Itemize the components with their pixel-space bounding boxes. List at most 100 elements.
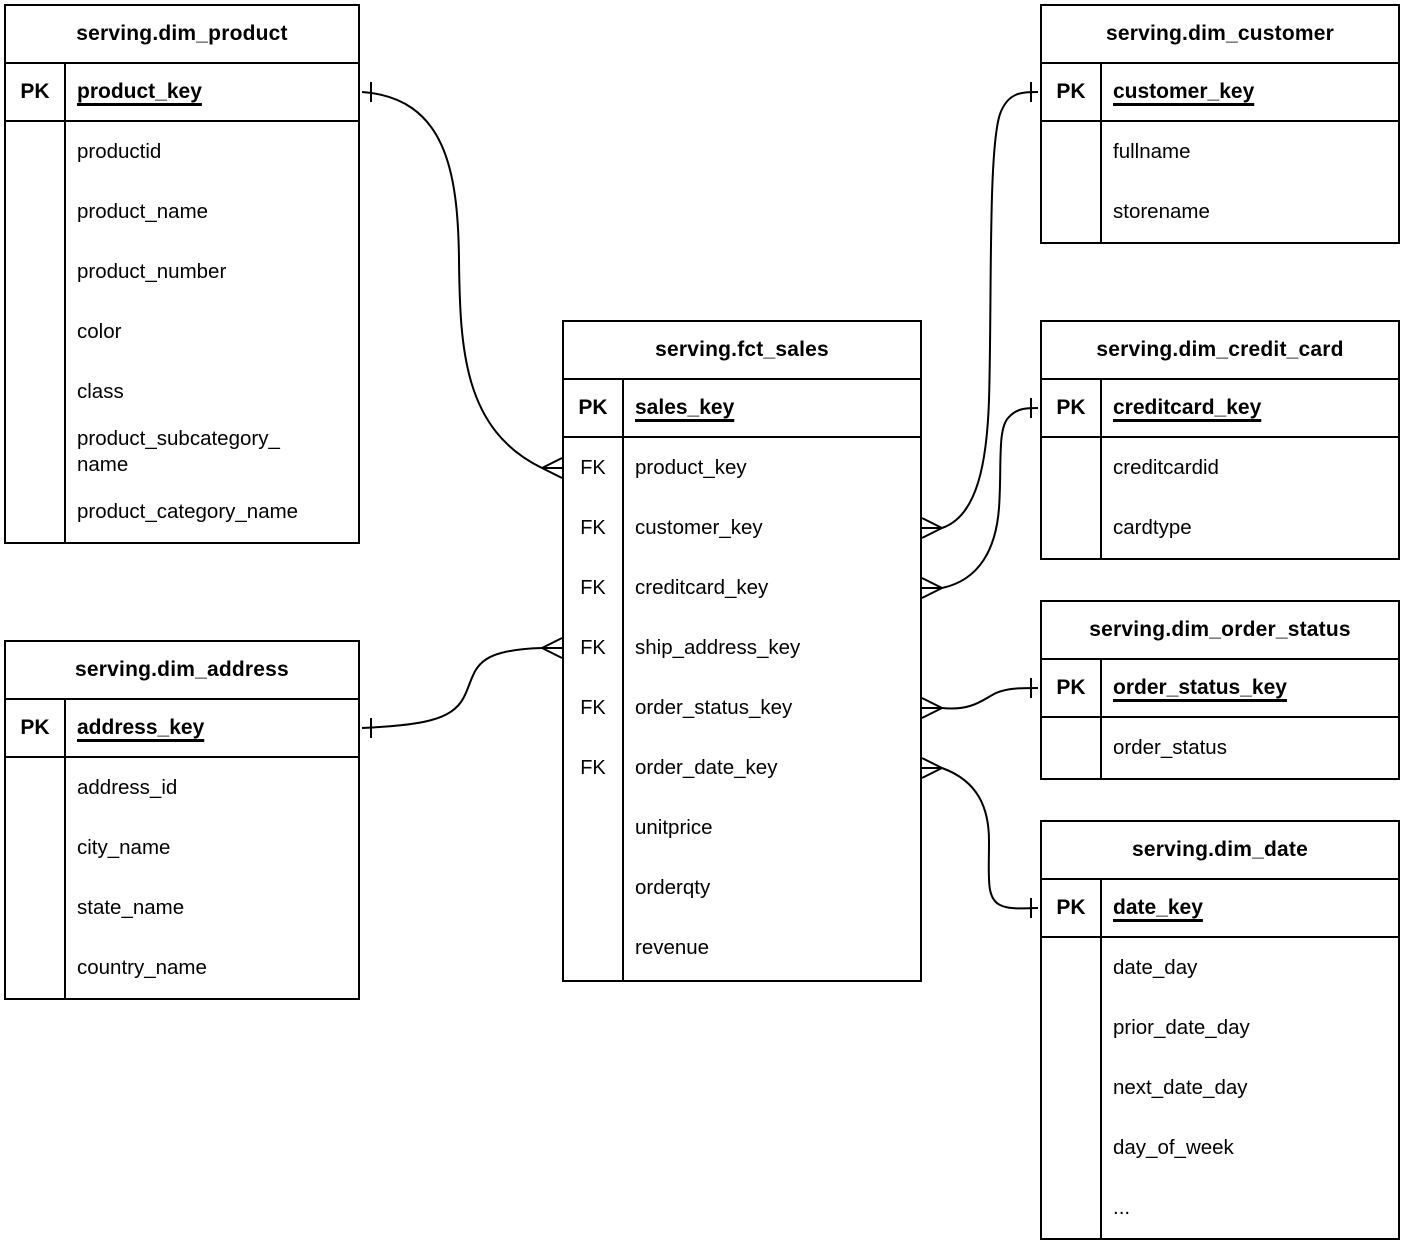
field-name: class: [77, 380, 124, 403]
key-cell: [1042, 182, 1100, 242]
table-row: cardtype: [1042, 498, 1398, 558]
field-name: product_category_name: [77, 500, 299, 523]
pk-row: PK address_key: [6, 700, 358, 758]
field-name: product_subcategory_name: [77, 427, 280, 476]
key-cell: [1042, 438, 1100, 498]
relationship-fct-sales-order-date-key-to-dim-date: [921, 757, 1039, 918]
key-cell: [6, 482, 64, 542]
table-row: product_category_name: [6, 482, 358, 542]
field-name: color: [77, 320, 122, 343]
pk-field-name: address_key: [77, 716, 205, 739]
key-cell: [6, 938, 64, 998]
pk-badge: PK: [1056, 80, 1086, 103]
pk-field-name: date_key: [1113, 896, 1203, 919]
table-row: order_status: [1042, 718, 1398, 778]
field-name: prior_date_day: [1113, 1016, 1250, 1039]
field-name: order_status: [1113, 736, 1227, 759]
pk-row: PK creditcard_key: [1042, 380, 1398, 438]
table-title: serving.fct_sales: [564, 322, 920, 380]
pk-field-name: creditcard_key: [1113, 396, 1262, 419]
table-row: city_name: [6, 818, 358, 878]
table-dim-customer: serving.dim_customer PK customer_key ful…: [1040, 4, 1400, 244]
table-row: FK order_status_key: [564, 678, 920, 738]
table-row: FK order_date_key: [564, 738, 920, 798]
field-name: order_date_key: [635, 756, 778, 779]
key-column-divider: [64, 700, 66, 998]
field-name: address_id: [77, 776, 178, 799]
key-cell: [564, 798, 622, 858]
key-cell: [564, 858, 622, 918]
table-row: fullname: [1042, 122, 1398, 182]
relationship-line: [361, 91, 543, 469]
table-row: orderqty: [564, 858, 920, 918]
key-cell: [6, 878, 64, 938]
field-name: customer_key: [635, 516, 763, 539]
key-column-divider: [1100, 64, 1102, 242]
key-cell: [1042, 122, 1100, 182]
fk-badge: FK: [580, 456, 606, 479]
table-row: color: [6, 302, 358, 362]
field-name: storename: [1113, 200, 1210, 223]
key-cell: [1042, 1118, 1100, 1178]
crows-foot-many-icon: [541, 457, 563, 479]
field-name: orderqty: [635, 876, 711, 899]
relationship-line: [941, 687, 1039, 710]
table-row: FK creditcard_key: [564, 558, 920, 618]
pk-badge: PK: [578, 396, 608, 419]
relationship-fct-sales-product-key-to-dim-product: [361, 82, 563, 479]
field-name: ...: [1113, 1196, 1131, 1219]
crows-foot-many-icon: [921, 517, 943, 539]
table-title: serving.dim_address: [6, 642, 358, 700]
key-cell: [6, 758, 64, 818]
table-row: country_name: [6, 938, 358, 998]
fk-badge: FK: [580, 636, 606, 659]
field-name: ship_address_key: [635, 636, 801, 659]
field-name: product_number: [77, 260, 227, 283]
key-column-divider: [64, 64, 66, 542]
field-name: fullname: [1113, 140, 1191, 163]
key-cell: [1042, 998, 1100, 1058]
relationship-line: [941, 407, 1039, 589]
table-dim-credit-card: serving.dim_credit_card PK creditcard_ke…: [1040, 320, 1400, 560]
crows-foot-many-icon: [921, 697, 943, 719]
field-name: product_key: [635, 456, 747, 479]
fk-badge: FK: [580, 576, 606, 599]
key-cell: [6, 818, 64, 878]
field-name: product_name: [77, 200, 209, 223]
field-name: creditcard_key: [635, 576, 769, 599]
pk-row: PK order_status_key: [1042, 660, 1398, 718]
field-name: day_of_week: [1113, 1136, 1234, 1159]
key-cell: [1042, 1178, 1100, 1238]
table-title: serving.dim_customer: [1042, 6, 1398, 64]
relationship-line: [941, 91, 1039, 529]
table-row: product_number: [6, 242, 358, 302]
table-row: address_id: [6, 758, 358, 818]
table-dim-product: serving.dim_product PK product_key produ…: [4, 4, 360, 544]
crows-foot-many-icon: [921, 757, 943, 779]
key-cell: [564, 918, 622, 978]
relationship-fct-sales-customer-key-to-dim-customer: [921, 82, 1039, 539]
table-row: FK ship_address_key: [564, 618, 920, 678]
table-row: product_subcategory_name: [6, 422, 358, 482]
key-cell: [6, 122, 64, 182]
key-cell: [6, 422, 64, 482]
relationship-line: [361, 647, 543, 729]
fk-badge: FK: [580, 756, 606, 779]
key-cell: [1042, 718, 1100, 778]
table-row: FK product_key: [564, 438, 920, 498]
relationship-fct-sales-ship-address-key-to-dim-address: [361, 637, 563, 738]
table-row: date_day: [1042, 938, 1398, 998]
field-name: city_name: [77, 836, 171, 859]
table-title: serving.dim_credit_card: [1042, 322, 1398, 380]
table-row: FK customer_key: [564, 498, 920, 558]
table-dim-date: serving.dim_date PK date_key date_day pr…: [1040, 820, 1400, 1240]
key-column-divider: [1100, 660, 1102, 778]
table-title: serving.dim_product: [6, 6, 358, 64]
pk-field-name: customer_key: [1113, 80, 1255, 103]
key-cell: [6, 302, 64, 362]
field-name: order_status_key: [635, 696, 793, 719]
table-row: next_date_day: [1042, 1058, 1398, 1118]
fk-badge: FK: [580, 696, 606, 719]
table-row: product_name: [6, 182, 358, 242]
